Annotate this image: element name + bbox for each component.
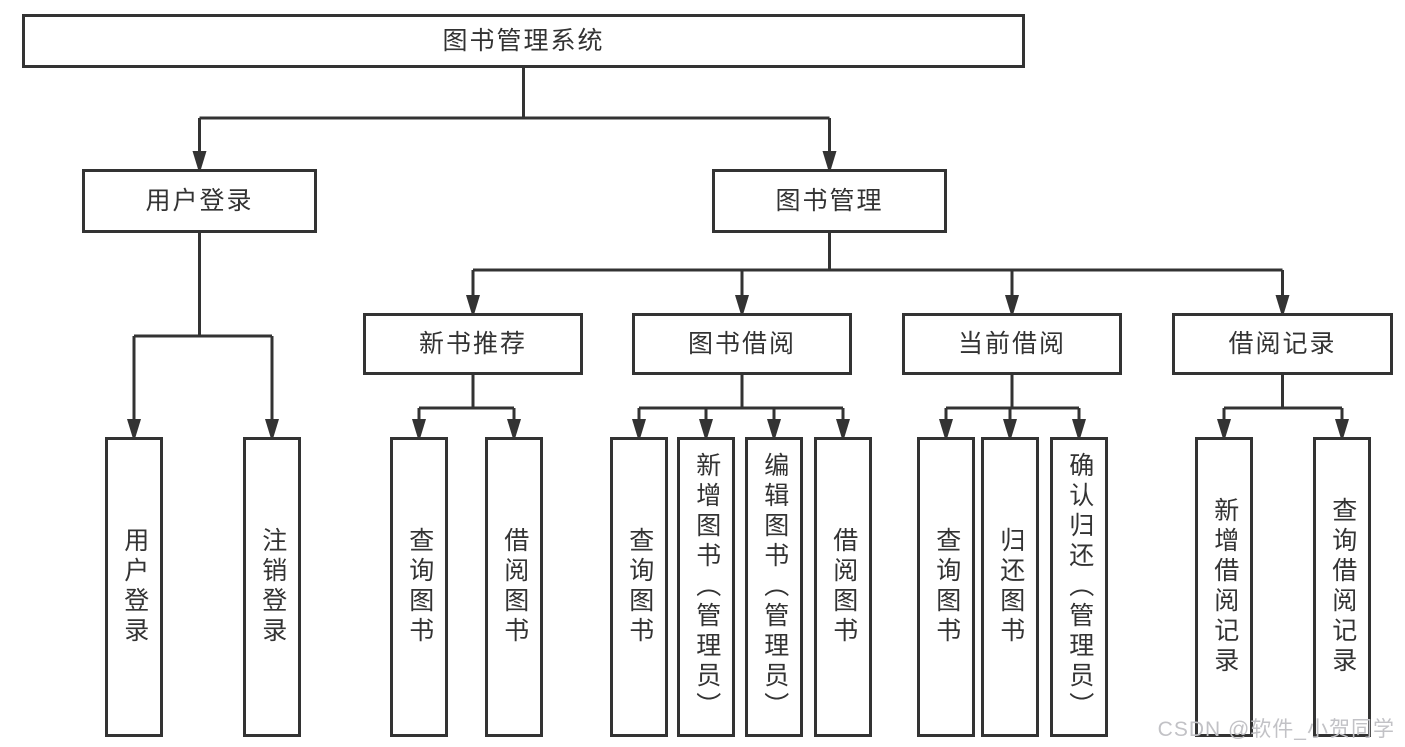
diagram-node-label: 归还图书 [996, 527, 1025, 647]
diagram-node-leaf-logout: 注销登录 [243, 437, 301, 737]
diagram-node-leaf-borrow-book-2: 借阅图书 [814, 437, 872, 737]
diagram-node-leaf-edit-book-admin: 编辑图书（管理员） [745, 437, 803, 737]
diagram-node-leaf-return-book: 归还图书 [981, 437, 1039, 737]
diagram-node-label: 图书管理 [775, 186, 884, 215]
diagram-node-label: 新书推荐 [418, 329, 527, 358]
diagram-node-leaf-query-book-1: 查询图书 [390, 437, 448, 737]
diagram-node-label: 图书管理系统 [442, 26, 605, 55]
diagram-node-label: 图书借阅 [687, 329, 796, 358]
diagram-node-label: 当前借阅 [957, 329, 1066, 358]
diagram-node-label: 新增借阅记录 [1210, 497, 1239, 677]
diagram-node-leaf-query-book-2: 查询图书 [610, 437, 668, 737]
diagram-node-label: 借阅图书 [829, 527, 858, 647]
diagram-node-leaf-user-login: 用户登录 [105, 437, 163, 737]
diagram-node-label: 用户登录 [120, 527, 149, 647]
diagram-node-label: 查询借阅记录 [1328, 497, 1357, 677]
diagram-node-borrow-records: 借阅记录 [1172, 313, 1393, 375]
diagram-node-label: 新增图书（管理员） [692, 452, 721, 722]
diagram-node-label: 编辑图书（管理员） [760, 452, 789, 722]
diagram-node-leaf-query-borrow-record: 查询借阅记录 [1313, 437, 1371, 737]
diagram-node-root: 图书管理系统 [22, 14, 1025, 68]
watermark: CSDN @软件_小贺同学 [1157, 718, 1395, 741]
diagram-node-label: 借阅记录 [1228, 329, 1337, 358]
diagram-node-label: 注销登录 [258, 527, 287, 647]
diagram-node-user-login: 用户登录 [82, 169, 317, 233]
diagram-node-leaf-add-book-admin: 新增图书（管理员） [677, 437, 735, 737]
diagram-node-label: 查询图书 [932, 527, 961, 647]
diagram-node-label: 用户登录 [145, 186, 254, 215]
diagram-node-leaf-query-book-3: 查询图书 [917, 437, 975, 737]
diagram-node-leaf-confirm-return-admin: 确认归还（管理员） [1050, 437, 1108, 737]
diagram-node-current-borrow: 当前借阅 [902, 313, 1122, 375]
diagram-node-leaf-add-borrow-record: 新增借阅记录 [1195, 437, 1253, 737]
diagram-node-label: 查询图书 [625, 527, 654, 647]
diagram-node-book-management: 图书管理 [712, 169, 947, 233]
diagram-node-label: 查询图书 [405, 527, 434, 647]
diagram-node-new-book-recommend: 新书推荐 [363, 313, 583, 375]
diagram-node-label: 确认归还（管理员） [1065, 452, 1094, 722]
diagram-node-book-borrow: 图书借阅 [632, 313, 852, 375]
diagram-node-label: 借阅图书 [500, 527, 529, 647]
diagram-node-leaf-borrow-book-1: 借阅图书 [485, 437, 543, 737]
